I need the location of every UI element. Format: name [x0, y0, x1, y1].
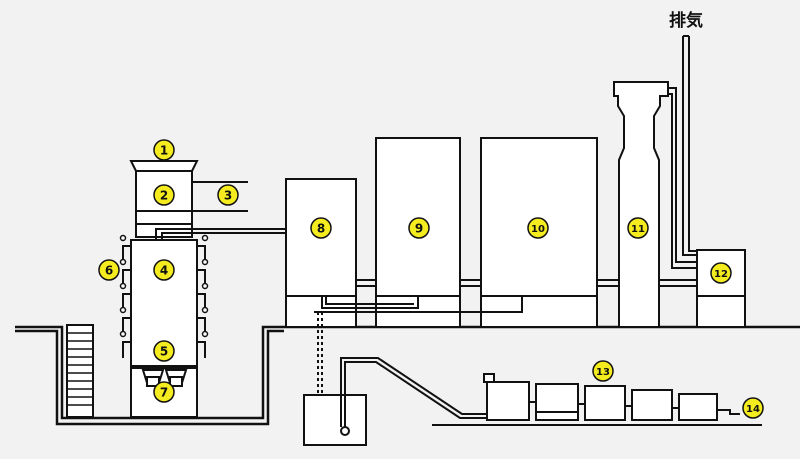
badge-5: 5 [153, 340, 175, 362]
badge-8: 8 [310, 217, 332, 239]
badge-13: 13 [592, 360, 614, 382]
svg-text:7: 7 [160, 386, 168, 400]
gasifier-column [119, 160, 286, 418]
svg-text:9: 9 [415, 222, 423, 236]
badge-2: 2 [153, 184, 175, 206]
sump-tank [303, 312, 490, 446]
exhaust-pipes [668, 35, 697, 269]
badge-1: 1 [153, 139, 175, 161]
pit-ladder [66, 324, 94, 418]
badge-12: 12 [710, 262, 732, 284]
exhaust-label: 排気 [669, 10, 703, 31]
conveyor-line [432, 373, 762, 426]
svg-text:4: 4 [160, 264, 168, 278]
svg-text:8: 8 [317, 222, 325, 236]
badge-4: 4 [153, 259, 175, 281]
badge-10: 10 [527, 217, 549, 239]
svg-text:1: 1 [160, 144, 168, 158]
badge-6: 6 [98, 259, 120, 281]
svg-text:13: 13 [596, 367, 610, 378]
svg-text:14: 14 [746, 404, 760, 415]
badge-11: 11 [627, 217, 649, 239]
svg-text:3: 3 [224, 189, 232, 203]
svg-text:5: 5 [160, 345, 168, 359]
badge-14: 14 [742, 397, 764, 419]
svg-text:11: 11 [631, 224, 645, 235]
connector-pipes [314, 279, 697, 313]
badge-9: 9 [408, 217, 430, 239]
svg-text:2: 2 [160, 189, 168, 203]
svg-text:10: 10 [531, 224, 545, 235]
unit-11-stack [613, 81, 669, 328]
feed-hopper [129, 160, 199, 172]
badge-3: 3 [217, 184, 239, 206]
badge-7: 7 [153, 381, 175, 403]
svg-text:6: 6 [105, 264, 113, 278]
unit-12 [696, 249, 746, 328]
svg-text:12: 12 [714, 269, 728, 280]
